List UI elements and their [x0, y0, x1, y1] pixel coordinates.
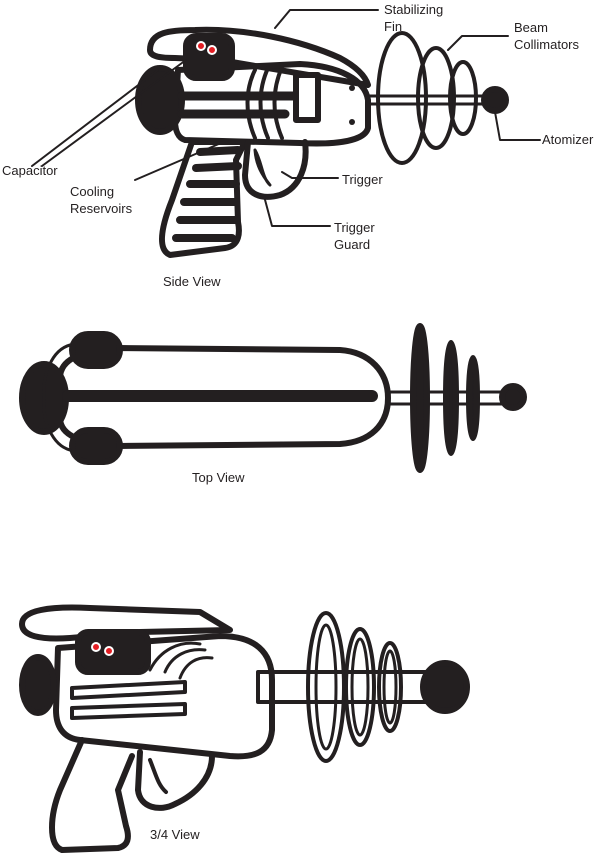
top-capacitor-upper	[69, 331, 123, 369]
tq-body	[53, 633, 275, 760]
tq-led-2	[104, 646, 114, 656]
top-collimator-3	[466, 355, 480, 441]
side-dot-1	[349, 85, 355, 91]
label-trigger-guard: Trigger Guard	[334, 220, 375, 252]
side-led-2	[207, 45, 217, 55]
side-trigger-guard	[242, 139, 309, 200]
tq-atomizer	[420, 660, 470, 714]
label-stabilizing-fin: Stabilizing Fin	[384, 2, 444, 34]
side-stabilizing-fin	[147, 26, 371, 88]
tq-collimator-1-inner	[314, 623, 338, 751]
side-collimator-1	[376, 31, 428, 165]
three-quarter-view-drawing	[19, 604, 470, 853]
side-fin-lines	[245, 65, 284, 140]
caption-side-view: Side View	[163, 274, 221, 289]
side-body	[172, 61, 371, 147]
tq-cooling-fins	[148, 641, 214, 680]
side-capacitor	[135, 65, 185, 135]
tq-led-1	[91, 642, 101, 652]
tq-collimator-2	[344, 627, 376, 747]
top-side-fins	[42, 343, 72, 452]
tq-slots	[70, 680, 187, 720]
tq-collimator-2-inner	[350, 637, 370, 737]
label-beam-collimators: Beam Collimators	[514, 20, 580, 52]
side-trigger	[253, 148, 272, 187]
top-collimator-2	[443, 340, 459, 456]
label-atomizer: Atomizer	[542, 132, 594, 147]
side-view-drawing	[31, 9, 541, 258]
side-barrel-block	[293, 72, 321, 123]
tq-trigger-guard	[135, 749, 215, 811]
tq-collimator-3	[377, 641, 403, 733]
side-emitter-rod	[366, 94, 492, 106]
label-capacitor: Capacitor	[2, 163, 58, 178]
tq-collimator-1	[306, 611, 346, 763]
tq-rear-knob	[19, 654, 57, 716]
caption-top-view: Top View	[192, 470, 245, 485]
tq-trigger	[148, 758, 168, 794]
top-view-drawing	[19, 323, 527, 473]
tq-collimator-3-inner	[382, 649, 398, 725]
top-collimator-1	[410, 323, 430, 473]
tq-grip	[49, 737, 135, 853]
side-leader-lines	[31, 9, 541, 227]
side-collimator-3	[448, 60, 478, 136]
side-atomizer	[481, 86, 509, 114]
tq-fin	[19, 604, 233, 642]
top-capacitor-lower	[69, 427, 123, 465]
label-trigger: Trigger	[342, 172, 383, 187]
side-dot-2	[349, 119, 355, 125]
side-led-1	[196, 41, 206, 51]
label-cooling-reservoirs: Cooling Reservoirs	[70, 184, 133, 216]
caption-three-quarter-view: 3/4 View	[150, 827, 200, 842]
top-atomizer	[499, 383, 527, 411]
side-collimator-2	[416, 46, 456, 150]
side-grip-stripes	[172, 146, 242, 242]
side-barrel-slots	[177, 91, 317, 119]
side-led-box	[183, 33, 235, 81]
